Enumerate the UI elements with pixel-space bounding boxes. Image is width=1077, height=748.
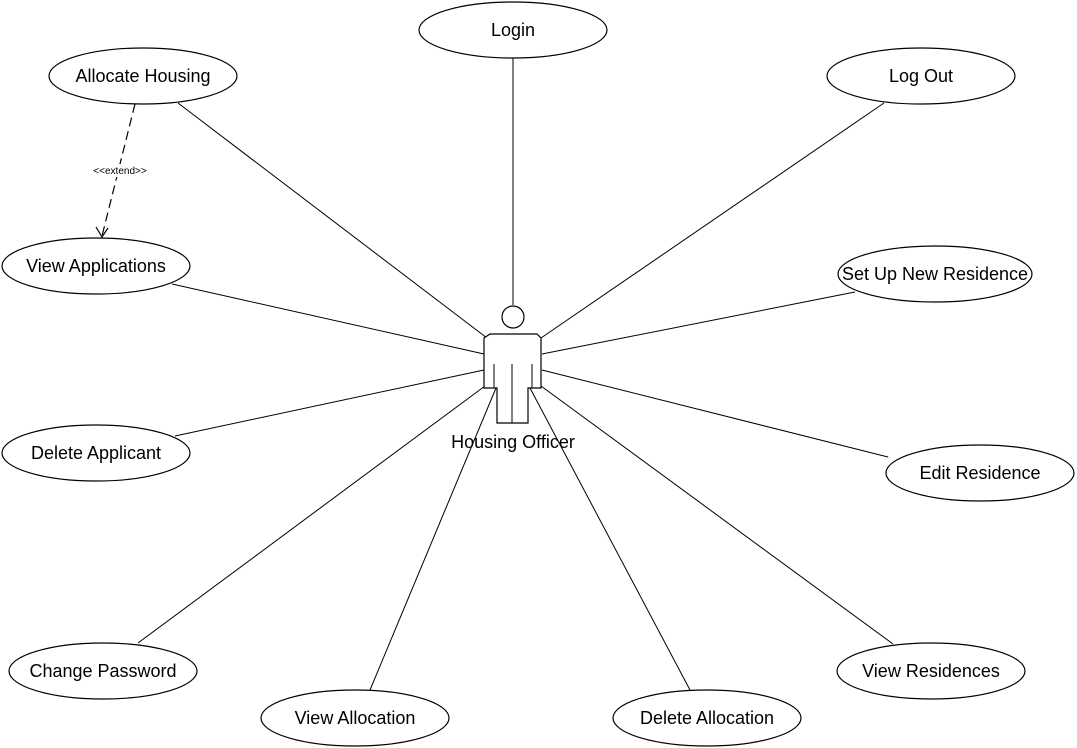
use-case-delete-allocation: Delete Allocation — [612, 689, 802, 747]
use-case-view-residences: View Residences — [836, 642, 1026, 700]
use-case-label: View Allocation — [295, 708, 416, 728]
actor-label: Housing Officer — [451, 432, 575, 452]
association-delete-applicant — [174, 369, 485, 437]
use-case-allocate-housing: Allocate Housing — [48, 47, 238, 105]
extend-dashed-line — [101, 103, 136, 237]
use-case-log-out: Log Out — [826, 47, 1016, 105]
extend-relationship: <<extend>> — [86, 103, 154, 239]
association-view-applications — [171, 283, 485, 355]
use-case-label: Login — [491, 20, 535, 40]
use-case-label: Edit Residence — [919, 463, 1040, 483]
use-case-delete-applicant: Delete Applicant — [1, 424, 191, 482]
extend-arrowhead — [95, 226, 109, 239]
use-case-edit-residence: Edit Residence — [885, 444, 1075, 502]
association-view-allocation — [369, 387, 497, 691]
use-case-label: Delete Applicant — [31, 443, 161, 463]
use-case-label: Delete Allocation — [640, 708, 774, 728]
use-case-set-up-new-residence: Set Up New Residence — [837, 245, 1033, 303]
association-set-up-new-residence — [541, 291, 856, 355]
use-case-label: View Residences — [862, 661, 1000, 681]
association-view-residences — [540, 385, 894, 645]
associations — [137, 58, 894, 691]
association-delete-allocation — [529, 387, 691, 691]
association-edit-residence — [541, 369, 889, 458]
association-allocate-housing — [177, 102, 488, 339]
use-case-label: Change Password — [29, 661, 176, 681]
use-case-label: View Applications — [26, 256, 166, 276]
use-case-change-password: Change Password — [8, 642, 198, 700]
use-case-label: Log Out — [889, 66, 953, 86]
extend-label: <<extend>> — [93, 166, 147, 177]
use-case-login: Login — [418, 1, 608, 59]
association-change-password — [137, 385, 486, 644]
use-case-label: Allocate Housing — [75, 66, 210, 86]
use-case-label: Set Up New Residence — [842, 264, 1028, 284]
actor-housing-officer: Housing Officer — [451, 305, 575, 452]
use-case-view-applications: View Applications — [1, 237, 191, 295]
use-case-view-allocation: View Allocation — [260, 689, 450, 747]
actor-head — [501, 305, 525, 329]
association-log-out — [540, 102, 885, 339]
